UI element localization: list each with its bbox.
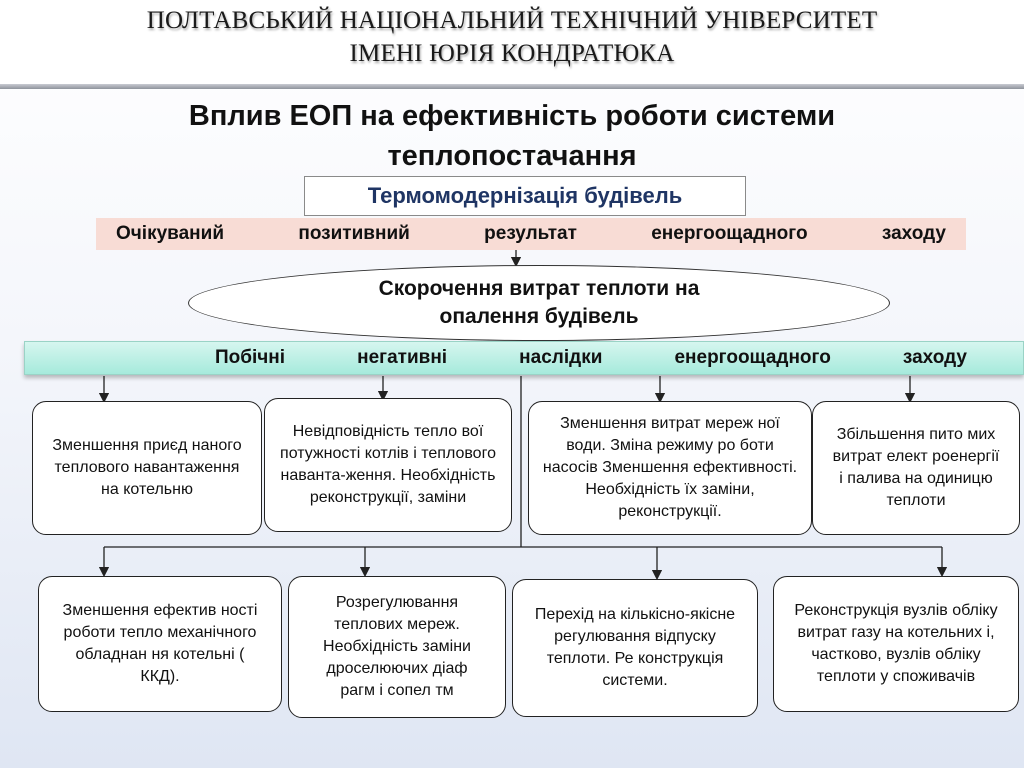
university-name-line1: ПОЛТАВСЬКИЙ НАЦІОНАЛЬНИЙ ТЕХНІЧНИЙ УНІВЕ… — [146, 7, 878, 34]
effect-card-text: Невідповідність тепло вої потужності кот… — [280, 423, 496, 506]
expected-word: Очікуваний — [116, 223, 224, 244]
central-effect-text: Скорочення витрат теплоти на опалення бу… — [378, 277, 700, 328]
central-effect-ellipse: Скорочення витрат теплоти на опалення бу… — [188, 265, 890, 341]
consequence-card-text: Розрегулювання теплових мереж. Необхідні… — [323, 594, 471, 699]
expected-result-band: Очікуваний позитивний результат енергоощ… — [96, 218, 966, 250]
effect-card: Збільшення пито мих витрат елект роенерг… — [812, 401, 1020, 535]
side-effects-word: наслідки — [519, 347, 603, 368]
effect-card-text: Збільшення пито мих витрат елект роенерг… — [832, 426, 1000, 509]
side-effects-band: Побічні негативні наслідки енергоощадног… — [24, 341, 1024, 375]
effect-card: Невідповідність тепло вої потужності кот… — [264, 398, 512, 532]
expected-word: енергоощадного — [651, 223, 808, 244]
subject-box: Термомодернізація будівель — [304, 176, 746, 216]
header-divider — [0, 84, 1024, 89]
consequence-card: Перехід на кількісно-якісне регулювання … — [512, 579, 758, 717]
side-effects-word: енергоощадного — [674, 347, 831, 368]
university-name-line2: ІМЕНІ ЮРІЯ КОНДРАТЮКА — [349, 40, 675, 67]
header-panel: ПОЛТАВСЬКИЙ НАЦІОНАЛЬНИЙ ТЕХНІЧНИЙ УНІВЕ… — [0, 0, 1024, 84]
consequence-card: Зменшення ефектив ності роботи тепло мех… — [38, 576, 282, 712]
effect-card: Зменшення приєд наного теплового наванта… — [32, 401, 262, 535]
consequence-card-text: Перехід на кількісно-якісне регулювання … — [534, 606, 736, 689]
consequence-card-text: Реконструкція вузлів обліку витрат газу … — [794, 602, 998, 685]
effect-card-text: Зменшення приєд наного теплового наванта… — [52, 437, 242, 498]
slide-title: Вплив ЕОП на ефективність роботи системи… — [188, 100, 836, 172]
side-effects-word: Побічні — [215, 347, 286, 368]
side-effects-word: негативні — [357, 347, 448, 368]
consequence-card: Реконструкція вузлів обліку витрат газу … — [773, 576, 1019, 712]
side-effects-word: заходу — [902, 347, 967, 368]
consequence-card-text: Зменшення ефектив ності роботи тепло мех… — [62, 602, 258, 685]
effect-card: Зменшення витрат мереж ної води. Зміна р… — [528, 401, 812, 535]
consequence-card: Розрегулювання теплових мереж. Необхідні… — [288, 576, 506, 718]
effect-card-text: Зменшення витрат мереж ної води. Зміна р… — [542, 415, 798, 520]
expected-word: заходу — [881, 223, 946, 244]
expected-word: позитивний — [298, 223, 410, 244]
expected-word: результат — [484, 223, 577, 244]
